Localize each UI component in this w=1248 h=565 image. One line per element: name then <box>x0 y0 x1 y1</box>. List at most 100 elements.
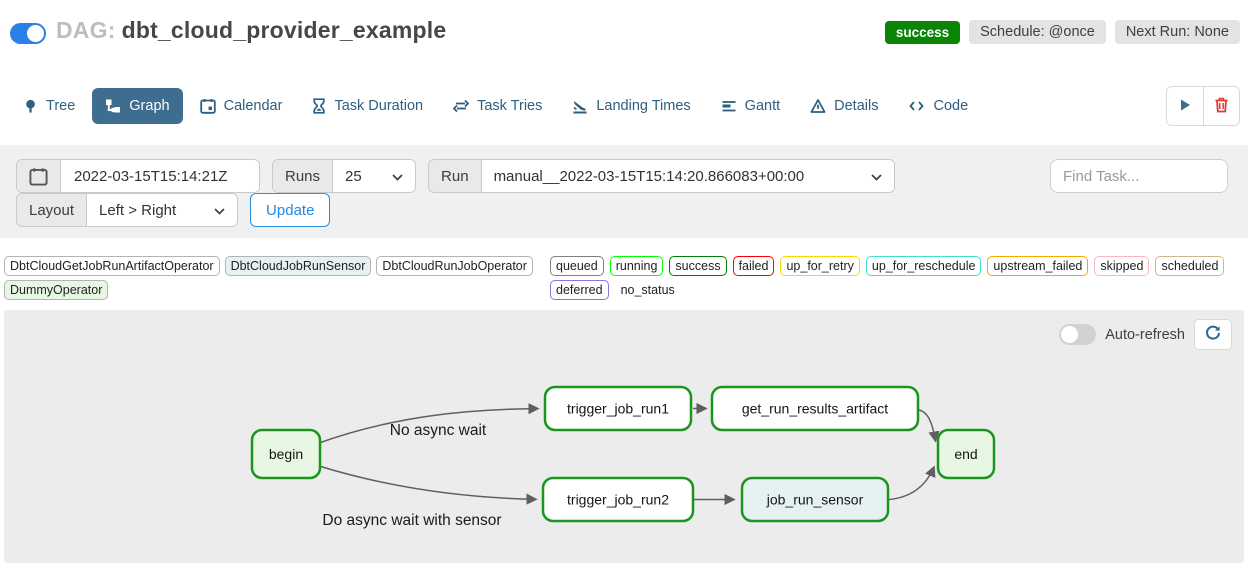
layout-group: Layout Left > Right <box>16 193 239 227</box>
update-button[interactable]: Update <box>250 193 331 227</box>
schedule-badge: Schedule: @once <box>969 20 1106 44</box>
node-begin[interactable]: begin <box>250 428 322 480</box>
chevron-down-icon <box>214 202 225 219</box>
state-badge: success <box>669 256 727 276</box>
page-title: DAG:dbt_cloud_provider_example <box>56 17 446 44</box>
trash-icon <box>1214 97 1229 116</box>
num-runs-select[interactable]: 25 <box>333 160 416 192</box>
edge-artifact-end <box>918 409 940 443</box>
tab-task-duration[interactable]: Task Duration <box>299 88 436 124</box>
run-select[interactable]: manual__2022-03-15T15:14:20.866083+00:00 <box>481 160 894 192</box>
dag-edges <box>318 402 940 506</box>
tab-tree[interactable]: Tree <box>10 88 88 124</box>
graph-panel: No async wait Do async wait with sensor … <box>4 310 1244 563</box>
operator-badge: DbtCloudGetJobRunArtifactOperator <box>4 256 220 276</box>
tab-label: Code <box>933 98 969 114</box>
node-trigger-job-run1[interactable]: trigger_job_run1 <box>543 385 693 432</box>
filter-row-1: Runs 25 Run manual__2022-03-15T15:14:20.… <box>16 159 1228 193</box>
state-badge: upstream_failed <box>987 256 1089 276</box>
svg-text:end: end <box>954 446 977 462</box>
operator-badge: DummyOperator <box>4 280 109 300</box>
tab-label: Details <box>834 98 879 114</box>
legend: DbtCloudGetJobRunArtifactOperator DbtClo… <box>4 256 1244 300</box>
next-run-badge: Next Run: None <box>1114 20 1240 44</box>
node-job-run-sensor[interactable]: job_run_sensor <box>740 476 890 523</box>
base-date-input[interactable] <box>61 160 259 192</box>
hourglass-icon <box>312 98 326 114</box>
state-badge: failed <box>732 256 775 276</box>
tab-label: Gantt <box>744 98 781 114</box>
node-end[interactable]: end <box>936 428 996 480</box>
tab-label: Calendar <box>223 98 283 114</box>
refresh-button[interactable] <box>1194 319 1232 350</box>
filter-row-2: Layout Left > Right Update <box>16 193 1228 227</box>
toggle-knob <box>1061 326 1079 343</box>
edge-sensor-end <box>888 465 936 501</box>
tab-details[interactable]: Details <box>797 88 891 124</box>
refresh-controls: Auto-refresh <box>1059 319 1232 350</box>
tab-label: Task Tries <box>477 98 543 114</box>
play-icon <box>1178 98 1192 115</box>
state-badge: up_for_reschedule <box>865 256 982 276</box>
operator-legend: DbtCloudGetJobRunArtifactOperator DbtClo… <box>4 256 550 300</box>
tab-landing-times[interactable]: Landing Times <box>559 88 703 124</box>
repeat-icon <box>453 98 470 114</box>
chevron-down-icon <box>870 168 882 185</box>
dag-id: dbt_cloud_provider_example <box>121 17 447 43</box>
run-select-group: Run manual__2022-03-15T15:14:20.866083+0… <box>428 159 895 193</box>
num-runs-value: 25 <box>345 167 362 185</box>
run-label: Run <box>429 160 482 192</box>
tab-code[interactable]: Code <box>895 88 981 124</box>
run-value: manual__2022-03-15T15:14:20.866083+00:00 <box>493 167 805 185</box>
edge-label-async-sensor: Do async wait with sensor <box>322 512 501 529</box>
tab-gantt[interactable]: Gantt <box>708 88 793 124</box>
dag-prefix-label: DAG: <box>56 17 116 43</box>
state-badge-no-status: no_status <box>620 283 675 297</box>
edge-label-no-async: No async wait <box>390 422 487 439</box>
num-runs-group: Runs 25 <box>272 159 417 193</box>
code-icon <box>908 98 925 114</box>
svg-text:trigger_job_run1: trigger_job_run1 <box>567 401 669 417</box>
graph-icon <box>105 98 121 114</box>
operator-badge: DbtCloudRunJobOperator <box>376 256 533 276</box>
toggle-knob <box>27 25 44 42</box>
calendar-icon <box>199 98 216 114</box>
refresh-icon <box>1205 325 1221 344</box>
gantt-icon <box>721 98 737 114</box>
details-icon <box>810 98 826 114</box>
auto-refresh-toggle[interactable] <box>1059 324 1097 345</box>
header-badges: success Schedule: @once Next Run: None <box>884 20 1240 44</box>
state-legend: queued running success failed up_for_ret… <box>550 256 1244 300</box>
edge-begin-trigger1 <box>318 403 540 444</box>
filter-panel: Runs 25 Run manual__2022-03-15T15:14:20.… <box>0 145 1248 238</box>
svg-text:job_run_sensor: job_run_sensor <box>766 492 864 508</box>
layout-select[interactable]: Left > Right <box>87 194 238 226</box>
layout-label: Layout <box>17 194 88 226</box>
tab-label: Task Duration <box>334 98 424 114</box>
auto-refresh-label: Auto-refresh <box>1105 326 1185 343</box>
layout-value: Left > Right <box>99 201 177 219</box>
state-badge: scheduled <box>1155 256 1225 276</box>
view-tabs: Tree Graph Calendar Task Duration Task T… <box>10 85 981 127</box>
node-get-run-results-artifact[interactable]: get_run_results_artifact <box>710 385 920 432</box>
tab-task-tries[interactable]: Task Tries <box>440 88 555 124</box>
node-trigger-job-run2[interactable]: trigger_job_run2 <box>541 476 695 523</box>
edge-begin-trigger2 <box>318 465 538 505</box>
tab-calendar[interactable]: Calendar <box>187 88 296 124</box>
tree-icon <box>23 98 38 114</box>
state-badge: skipped <box>1094 256 1150 276</box>
tab-graph[interactable]: Graph <box>92 88 183 124</box>
landing-icon <box>572 98 588 114</box>
chevron-down-icon <box>392 168 403 185</box>
delete-dag-button[interactable] <box>1203 87 1239 125</box>
find-task-input[interactable] <box>1050 159 1228 193</box>
state-badge: running <box>609 256 664 276</box>
tab-label: Tree <box>46 98 76 114</box>
svg-text:trigger_job_run2: trigger_job_run2 <box>567 492 669 508</box>
trigger-dag-button[interactable] <box>1167 87 1203 125</box>
calendar-addon-icon <box>17 160 61 192</box>
operator-badge: DbtCloudJobRunSensor <box>224 256 372 276</box>
base-date-group <box>16 159 260 193</box>
dag-pause-toggle[interactable] <box>10 23 46 44</box>
dag-graph: No async wait Do async wait with sensor … <box>250 385 996 529</box>
